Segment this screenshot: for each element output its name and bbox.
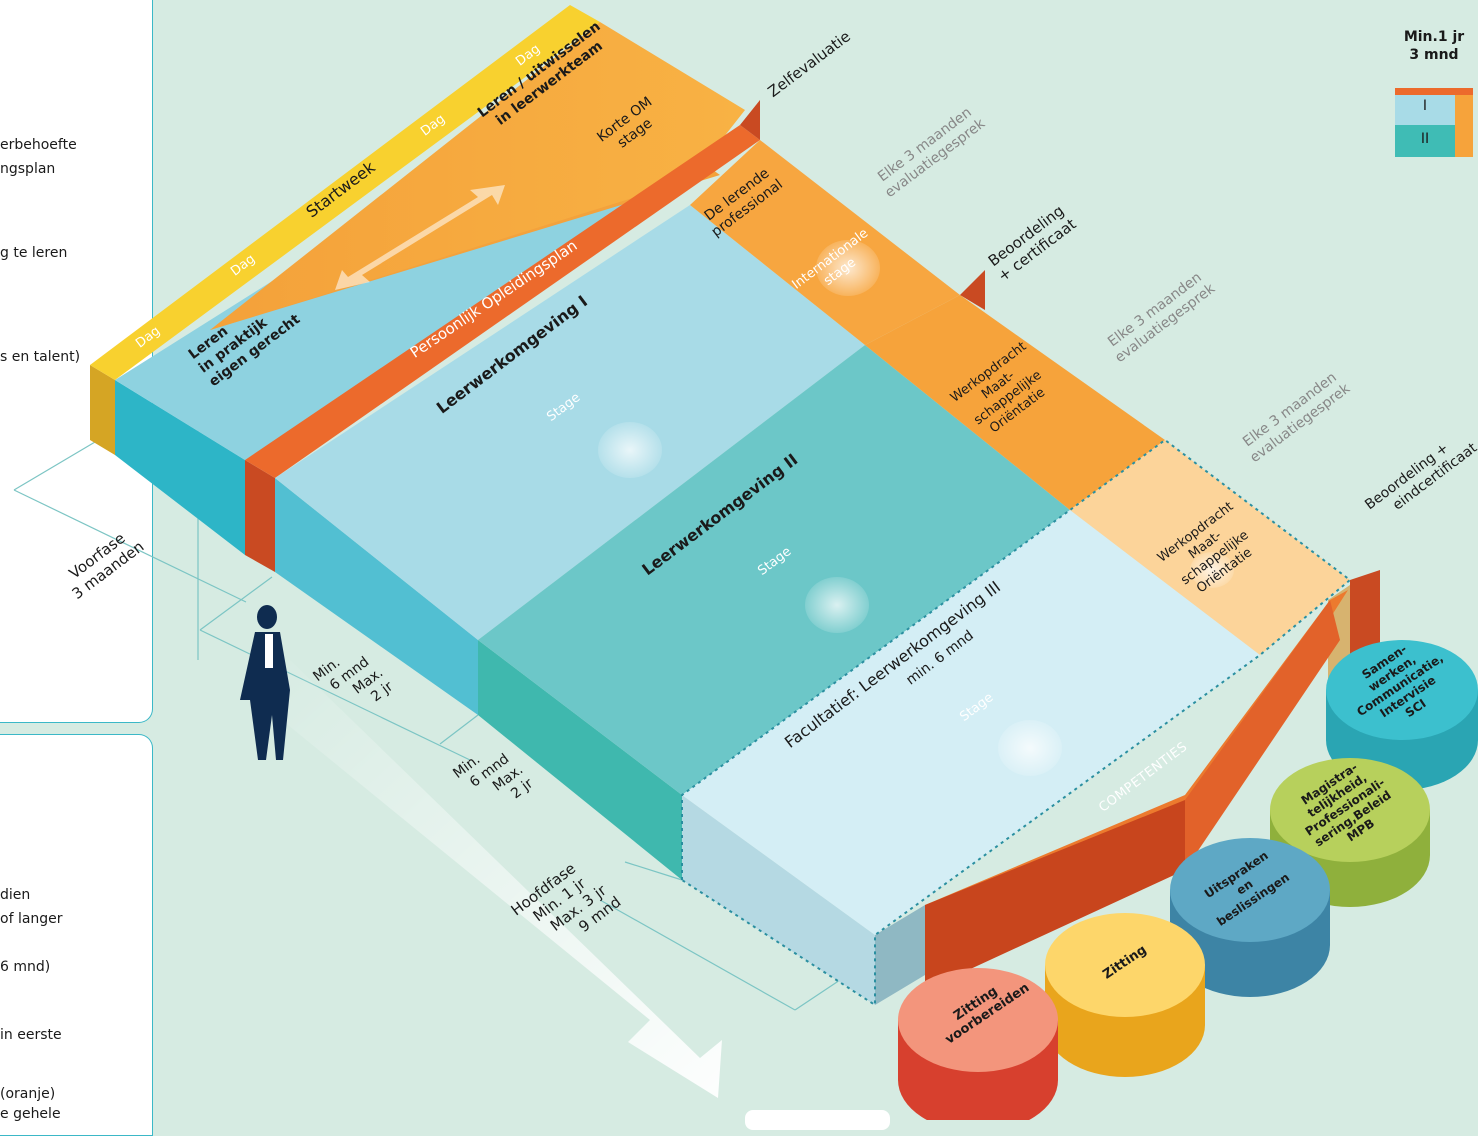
panel-line: dien bbox=[0, 887, 31, 903]
panel-line: s en talent) bbox=[0, 349, 81, 365]
left-info-panel-bottom: dien of langer 6 mnd) in eerste (oranje)… bbox=[0, 734, 153, 1136]
lo2-top bbox=[478, 345, 1070, 795]
panel-line: (oranje) bbox=[0, 1086, 56, 1102]
legend-row-1: I bbox=[1422, 98, 1428, 114]
stage-bubbles bbox=[598, 240, 1234, 776]
werkopdracht2-block bbox=[1070, 440, 1350, 655]
plan-band-front bbox=[245, 460, 275, 572]
start-end-cap bbox=[90, 365, 115, 455]
timeline-arrow bbox=[245, 660, 722, 1098]
panel-line: ngsplan bbox=[0, 161, 56, 177]
lo3-front bbox=[682, 795, 875, 1005]
legend-title-line2: 3 mnd bbox=[1409, 47, 1459, 63]
judge-figure bbox=[240, 605, 290, 760]
panel-line: erbehoefte bbox=[0, 137, 77, 153]
lo2-front bbox=[478, 640, 682, 880]
legend-title: Min.1 jr 3 mnd bbox=[1395, 28, 1473, 64]
panel-line: e gehele bbox=[0, 1106, 61, 1122]
lo1-front bbox=[275, 478, 478, 715]
legend bbox=[1395, 88, 1473, 157]
panel-line: in eerste bbox=[0, 1027, 62, 1043]
werkopdracht1-block bbox=[865, 295, 1165, 510]
day-strip bbox=[90, 5, 600, 380]
exchange-arrow bbox=[335, 185, 505, 290]
voorfase-front bbox=[115, 380, 245, 555]
panel-line: g te leren bbox=[0, 245, 68, 261]
bottom-box-fragment bbox=[745, 1110, 890, 1130]
panel-line: 6 mnd) bbox=[0, 959, 51, 975]
legend-title-line1: Min.1 jr bbox=[1403, 29, 1465, 45]
legend-row-2: II bbox=[1420, 131, 1430, 147]
lo3-top bbox=[682, 510, 1260, 935]
panel-line: of langer bbox=[0, 911, 63, 927]
lerende-block bbox=[690, 140, 960, 345]
plan-band-top bbox=[245, 125, 760, 478]
milestone-cap bbox=[740, 100, 760, 140]
lo1-top bbox=[275, 205, 865, 640]
